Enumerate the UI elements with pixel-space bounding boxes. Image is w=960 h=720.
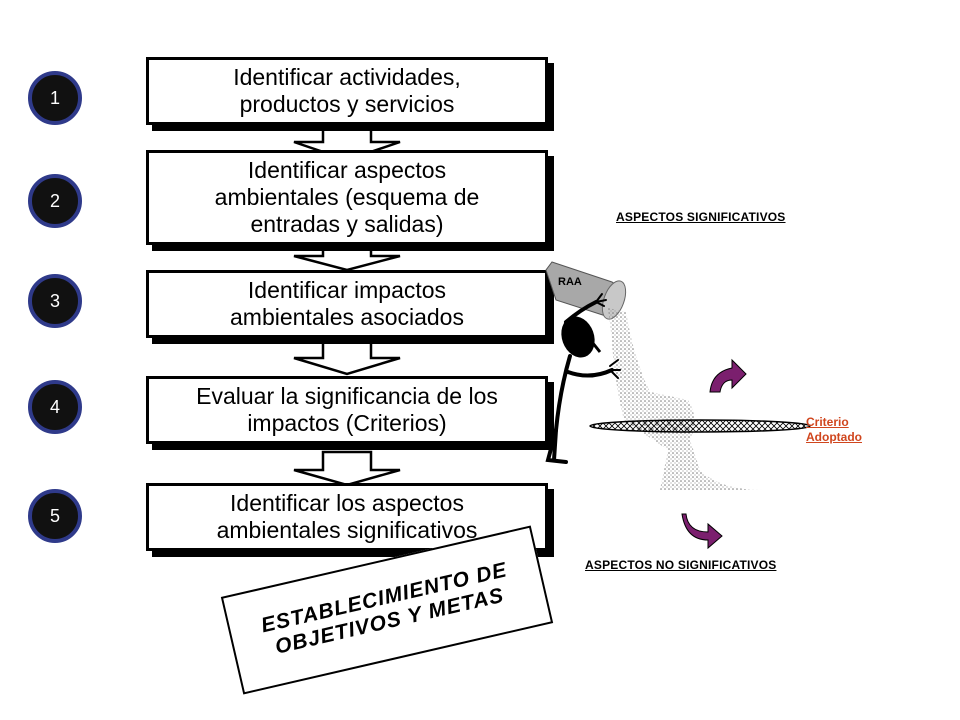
- step-5-number: 5: [28, 489, 82, 543]
- stick-figure-icon: [545, 293, 621, 464]
- step-2-text: Identificar aspectos ambientales (esquem…: [214, 157, 480, 237]
- step-5-text: Identificar los aspectos ambientales sig…: [216, 490, 478, 543]
- falling-particles: [608, 308, 762, 490]
- sieve-icon: [589, 419, 811, 433]
- curved-arrow-down-icon: [681, 513, 723, 550]
- step-4-text: Evaluar la significancia de los impactos…: [196, 383, 498, 436]
- criterion-label: Criterio Adoptado: [806, 415, 862, 444]
- arrow-3-4: [293, 337, 401, 376]
- step-4-number: 4: [28, 380, 82, 434]
- curved-arrow-up-icon: [709, 358, 747, 393]
- step-4-box: Evaluar la significancia de los impactos…: [146, 376, 548, 444]
- step-5-box: Identificar los aspectos ambientales sig…: [146, 483, 548, 551]
- step-2-number: 2: [28, 174, 82, 228]
- step-1-number: 1: [28, 71, 82, 125]
- bucket-label: RAA: [558, 276, 582, 288]
- step-3-text: Identificar impactos ambientales asociad…: [230, 277, 464, 330]
- arrow-4-5: [293, 450, 401, 487]
- step-1-box: Identificar actividades, productos y ser…: [146, 57, 548, 125]
- step-1-text: Identificar actividades, productos y ser…: [233, 64, 461, 117]
- step-2-box: Identificar aspectos ambientales (esquem…: [146, 150, 548, 245]
- non-significant-aspects-label: ASPECTOS NO SIGNIFICATIVOS: [585, 558, 777, 572]
- significant-aspects-label: ASPECTOS SIGNIFICATIVOS: [616, 210, 786, 224]
- step-3-number: 3: [28, 274, 82, 328]
- step-3-box: Identificar impactos ambientales asociad…: [146, 270, 548, 338]
